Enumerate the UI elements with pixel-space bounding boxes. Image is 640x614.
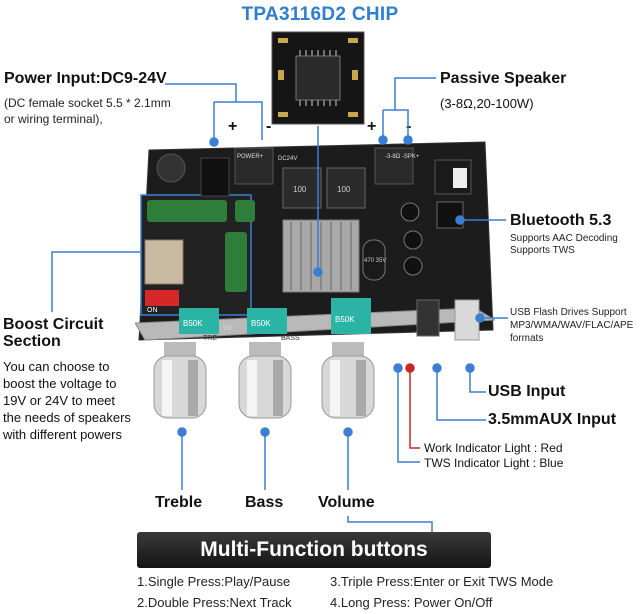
treble-knob[interactable] [150,342,210,422]
volume-label: Volume [318,494,375,511]
power-input-desc-line2: or wiring terminal), [4,112,103,126]
work-light-label: Work Indicator Light : Red [424,441,563,455]
multifunction-banner: Multi-Function buttons [137,532,491,568]
speaker-desc: (3-8Ω,20-100W) [440,96,534,111]
amplifier-board-image: ON POWER+ DC24V 100 100 470 35V -3-8Ω -S… [135,141,495,342]
bass-label: Bass [245,494,284,511]
board-dc24v-mark: DC24V [278,156,297,162]
power-input-desc-line1: (DC female socket 5.5 * 2.1mm [4,96,171,110]
boost-desc-line: with different powers [3,427,122,442]
board-v3-mark: V3 [223,325,232,332]
aux-input-label: 3.5mmAUX Input [488,411,617,428]
speaker-plus-sign: + [367,118,377,135]
board-cap-mark: 470 35V [364,258,386,264]
usb-input-label: USB Input [488,383,566,400]
speaker-title: Passive Speaker [440,70,567,87]
board-bass-mark: BASS [281,335,300,342]
usb-support-line1: USB Flash Drives Support [510,307,627,318]
bass-knob[interactable] [235,342,295,422]
chip-closeup-image [271,31,365,125]
board-coil-mark-1: 100 [293,185,307,194]
bluetooth-line2: Supports TWS [510,245,575,256]
board-on-mark: ON [147,307,158,314]
usb-support-line3: formats [510,333,544,344]
board-spk-mark: -3-8Ω -SPK+ [385,154,420,160]
bluetooth-line1: Supports AAC Decoding [510,233,618,244]
boost-title-line2: Section [3,333,61,350]
boost-desc: You can choose to boost the voltage to 1… [3,358,131,443]
volume-knob[interactable] [318,342,378,422]
boost-desc-line: 19V or 24V to meet [3,393,116,408]
function-item: 3.Triple Press:Enter or Exit TWS Mode [330,574,554,589]
function-item: 2.Double Press:Next Track [137,595,292,610]
boost-title-line1: Boost Circuit [3,316,104,333]
board-tre-mark: TRE [203,335,217,342]
bluetooth-title: Bluetooth 5.3 [510,212,612,229]
function-item: 4.Long Press: Power On/Off [330,595,493,610]
power-minus-sign: - [266,118,272,135]
function-item: 1.Single Press:Play/Pause [137,574,291,589]
boost-desc-line: You can choose to [3,359,110,374]
power-plus-sign: + [228,118,238,135]
board-pot3-mark: B50K [335,315,355,324]
tws-light-label: TWS Indicator Light : Blue [424,456,564,470]
boost-desc-line: boost the voltage to [3,376,117,391]
board-pot2-mark: B50K [251,319,271,328]
board-power-mark: POWER+ [237,154,264,160]
board-pot1-mark: B50K [183,319,203,328]
board-coil-mark-2: 100 [337,185,351,194]
treble-label: Treble [155,494,203,511]
chip-title: TPA3116D2 CHIP [241,4,399,25]
boost-desc-line: the needs of speakers [3,410,131,425]
power-input-title: Power Input:DC9-24V [4,70,167,87]
usb-support-line2: MP3/WMA/WAV/FLAC/APE [510,320,634,331]
